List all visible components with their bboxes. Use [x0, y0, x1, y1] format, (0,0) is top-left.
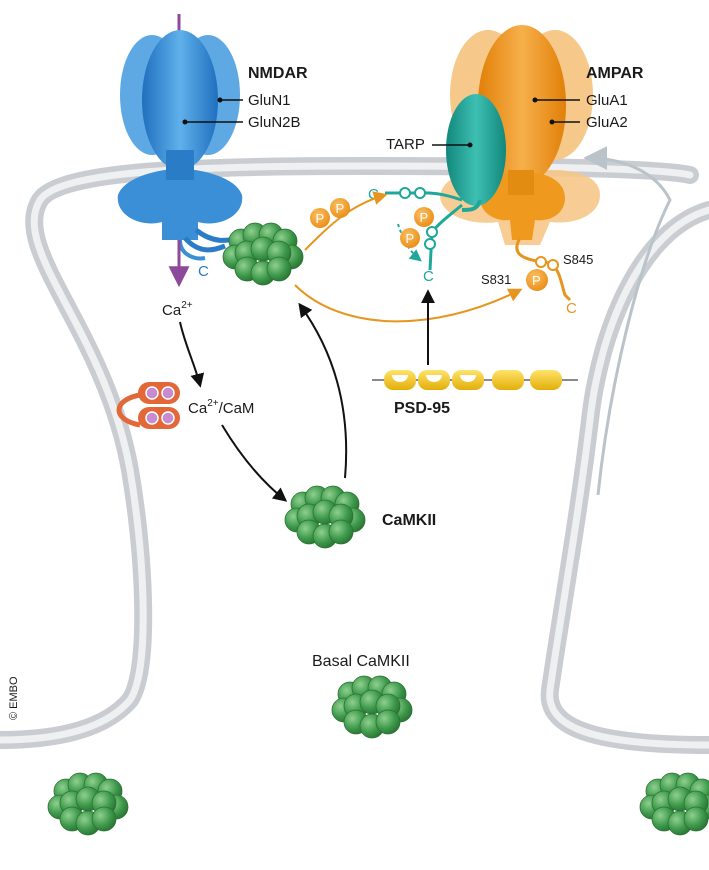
ampar-c-terminus: C	[566, 300, 577, 317]
phospho-p-s831: P	[532, 273, 541, 288]
camkii-label: CaMKII	[382, 512, 436, 529]
calmodulin-complex	[116, 382, 180, 429]
basal-camkii-label: Basal CaMKII	[312, 653, 410, 670]
nmdar-c-terminus: C	[198, 263, 209, 280]
s845-label: S845	[563, 252, 593, 267]
phospho-p-1: P	[420, 210, 429, 225]
glua2-label: GluA2	[586, 114, 628, 131]
calcium-calmodulin-label: Ca2+/CaM	[188, 398, 254, 417]
cam-to-camkii-arrow	[221, 424, 288, 502]
s831-label: S831	[481, 272, 511, 287]
tarp-protein	[446, 94, 506, 212]
nmdar-label: NMDAR	[248, 65, 308, 82]
camkii-subunit	[375, 709, 401, 735]
glua1-label: GluA1	[586, 92, 628, 109]
glun1-label: GluN1	[248, 92, 291, 109]
camkii-activated	[284, 485, 366, 549]
camkii-subunit	[266, 256, 292, 282]
glun2b-label: GluN2B	[248, 114, 301, 131]
phospho-p-3: P	[316, 211, 325, 226]
phospho-p-2: P	[406, 231, 415, 246]
phospho-p-4: P	[336, 201, 345, 216]
ampar-c-tail: C P	[515, 237, 577, 317]
calcium-label: Ca2+	[162, 300, 193, 319]
camkii-basal	[331, 675, 413, 739]
camkii-bound-nmdar	[222, 222, 304, 286]
camkii-translocation-arrow	[298, 302, 348, 479]
tarp-label: TARP	[386, 136, 425, 153]
tarp-phospho-sites: P P	[400, 207, 434, 248]
membrane-right-neck	[540, 201, 709, 754]
camkii-subunit	[328, 519, 354, 545]
psd95-scaffold	[372, 370, 578, 390]
tarp-c-terminus-2: C	[423, 268, 434, 285]
exocytosis-arrow	[583, 146, 672, 496]
copyright-label: © EMBO	[8, 676, 20, 720]
psd95-label: PSD-95	[394, 400, 450, 417]
ampar-label: AMPAR	[586, 65, 644, 82]
calcium-to-cam-arrow	[179, 321, 205, 388]
camkii-outside-right	[639, 772, 709, 836]
camkii-subunit	[91, 806, 117, 832]
nmdar-receptor	[117, 14, 243, 261]
phosphorylation-arrows: P P	[294, 191, 523, 323]
camkii-subunit	[683, 806, 709, 832]
camkii-outside-left	[47, 772, 129, 836]
